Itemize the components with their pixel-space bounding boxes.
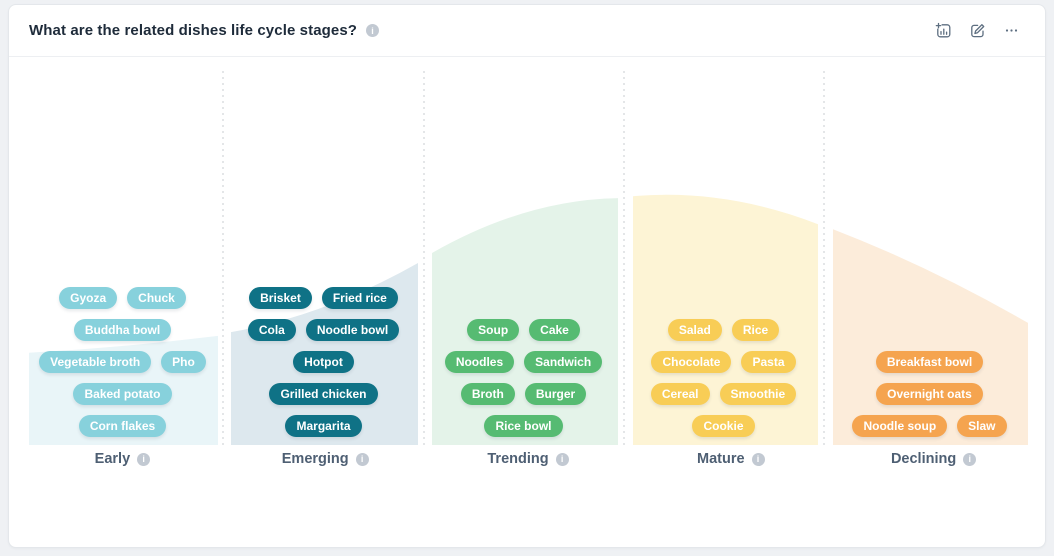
dish-pill-vegetable-broth[interactable]: Vegetable broth (39, 351, 152, 373)
stage-label-cell-declining: Declining (832, 451, 1035, 467)
pill-row: Salad Rice (667, 319, 780, 341)
header-actions (931, 19, 1023, 43)
pill-row: Soup Cake (467, 319, 580, 341)
pill-row: Breakfast bowl (875, 351, 984, 373)
pill-row: Cereal Smoothie (650, 383, 797, 405)
stage-info-icon-trending[interactable] (555, 452, 569, 466)
dish-pill-soup[interactable]: Soup (467, 319, 520, 341)
dish-pill-pasta[interactable]: Pasta (741, 351, 796, 373)
stage-labels-row: Early Emerging Trending Mature Declining (21, 451, 1035, 467)
dish-pill-cookie[interactable]: Cookie (692, 415, 755, 437)
dish-pill-margarita[interactable]: Margarita (285, 415, 362, 437)
dish-pill-rice[interactable]: Rice (731, 319, 780, 341)
pill-row: Margarita (285, 415, 362, 437)
dish-pill-rice-bowl[interactable]: Rice bowl (484, 415, 563, 437)
stage-label-cell-mature: Mature (629, 451, 832, 467)
title-info-icon[interactable] (366, 24, 380, 37)
stage-label-cell-emerging: Emerging (224, 451, 427, 467)
dish-pill-grilled-chicken[interactable]: Grilled chicken (269, 383, 378, 405)
pencil-square-icon (970, 24, 984, 38)
dish-pill-noodles[interactable]: Noodles (444, 351, 515, 373)
dish-pill-fried-rice[interactable]: Fried rice (321, 287, 398, 309)
pill-row: Baked potato (73, 383, 172, 405)
title-wrap: What are the related dishes life cycle s… (29, 22, 380, 39)
stage-label-trending: Trending (487, 451, 549, 467)
stage-label-cell-trending: Trending (427, 451, 630, 467)
dish-pill-noodle-soup[interactable]: Noodle soup (852, 415, 948, 437)
pill-row: Noodles Sandwich (444, 351, 603, 373)
stage-label-early: Early (94, 451, 131, 467)
dish-pill-cola[interactable]: Cola (247, 319, 296, 341)
stage-label-emerging: Emerging (281, 451, 349, 467)
dish-pill-pho[interactable]: Pho (161, 351, 206, 373)
dish-pill-sandwich[interactable]: Sandwich (524, 351, 603, 373)
pill-row: Cookie (692, 415, 755, 437)
pill-row: Broth Burger (460, 383, 587, 405)
stage-info-icon-declining[interactable] (963, 452, 977, 466)
ellipsis-icon (1005, 29, 1017, 32)
pill-row: Corn flakes (78, 415, 167, 437)
pill-row: Gyoza Chuck (59, 287, 186, 309)
dish-pill-overnight-oats[interactable]: Overnight oats (876, 383, 983, 405)
pill-row: Rice bowl (484, 415, 563, 437)
more-options-button[interactable] (999, 19, 1023, 43)
bar-chart-plus-icon (935, 22, 950, 38)
dish-pill-broth[interactable]: Broth (460, 383, 515, 405)
dish-pill-burger[interactable]: Burger (524, 383, 587, 405)
dish-pill-noodle-bowl[interactable]: Noodle bowl (305, 319, 400, 341)
pill-row: Brisket Fried rice (249, 287, 398, 309)
chart-card: What are the related dishes life cycle s… (8, 4, 1046, 548)
stage-info-icon-emerging[interactable] (355, 452, 369, 466)
dish-pill-chocolate[interactable]: Chocolate (651, 351, 732, 373)
pill-row: Noodle soup Slaw (852, 415, 1007, 437)
dish-pill-brisket[interactable]: Brisket (249, 287, 312, 309)
pill-row: Hotpot (293, 351, 354, 373)
pill-row: Cola Noodle bowl (247, 319, 400, 341)
dish-pill-cake[interactable]: Cake (529, 319, 580, 341)
dish-pill-hotpot[interactable]: Hotpot (293, 351, 354, 373)
card-header: What are the related dishes life cycle s… (9, 5, 1045, 57)
pill-row: Overnight oats (876, 383, 983, 405)
dish-pill-smoothie[interactable]: Smoothie (719, 383, 797, 405)
dish-pill-gyoza[interactable]: Gyoza (59, 287, 118, 309)
dish-pill-corn-flakes[interactable]: Corn flakes (78, 415, 167, 437)
pill-row: Chocolate Pasta (651, 351, 796, 373)
add-to-dashboard-button[interactable] (931, 19, 955, 43)
dish-pill-chuck[interactable]: Chuck (127, 287, 186, 309)
stage-label-cell-early: Early (21, 451, 224, 467)
stage-label-mature: Mature (697, 451, 745, 467)
stage-info-icon-mature[interactable] (751, 452, 765, 466)
stage-label-declining: Declining (890, 451, 957, 467)
dish-pill-breakfast-bowl[interactable]: Breakfast bowl (875, 351, 984, 373)
edit-button[interactable] (965, 19, 989, 43)
dish-pill-slaw[interactable]: Slaw (957, 415, 1007, 437)
dish-pill-baked-potato[interactable]: Baked potato (73, 383, 172, 405)
pill-row: Buddha bowl (73, 319, 172, 341)
dish-pill-buddha-bowl[interactable]: Buddha bowl (73, 319, 172, 341)
stage-area-mature (633, 194, 818, 445)
pill-row: Grilled chicken (269, 383, 378, 405)
page-title: What are the related dishes life cycle s… (29, 22, 358, 39)
dish-pill-salad[interactable]: Salad (667, 319, 722, 341)
pill-row: Vegetable broth Pho (39, 351, 206, 373)
stage-info-icon-early[interactable] (137, 452, 151, 466)
dish-pill-cereal[interactable]: Cereal (650, 383, 710, 405)
